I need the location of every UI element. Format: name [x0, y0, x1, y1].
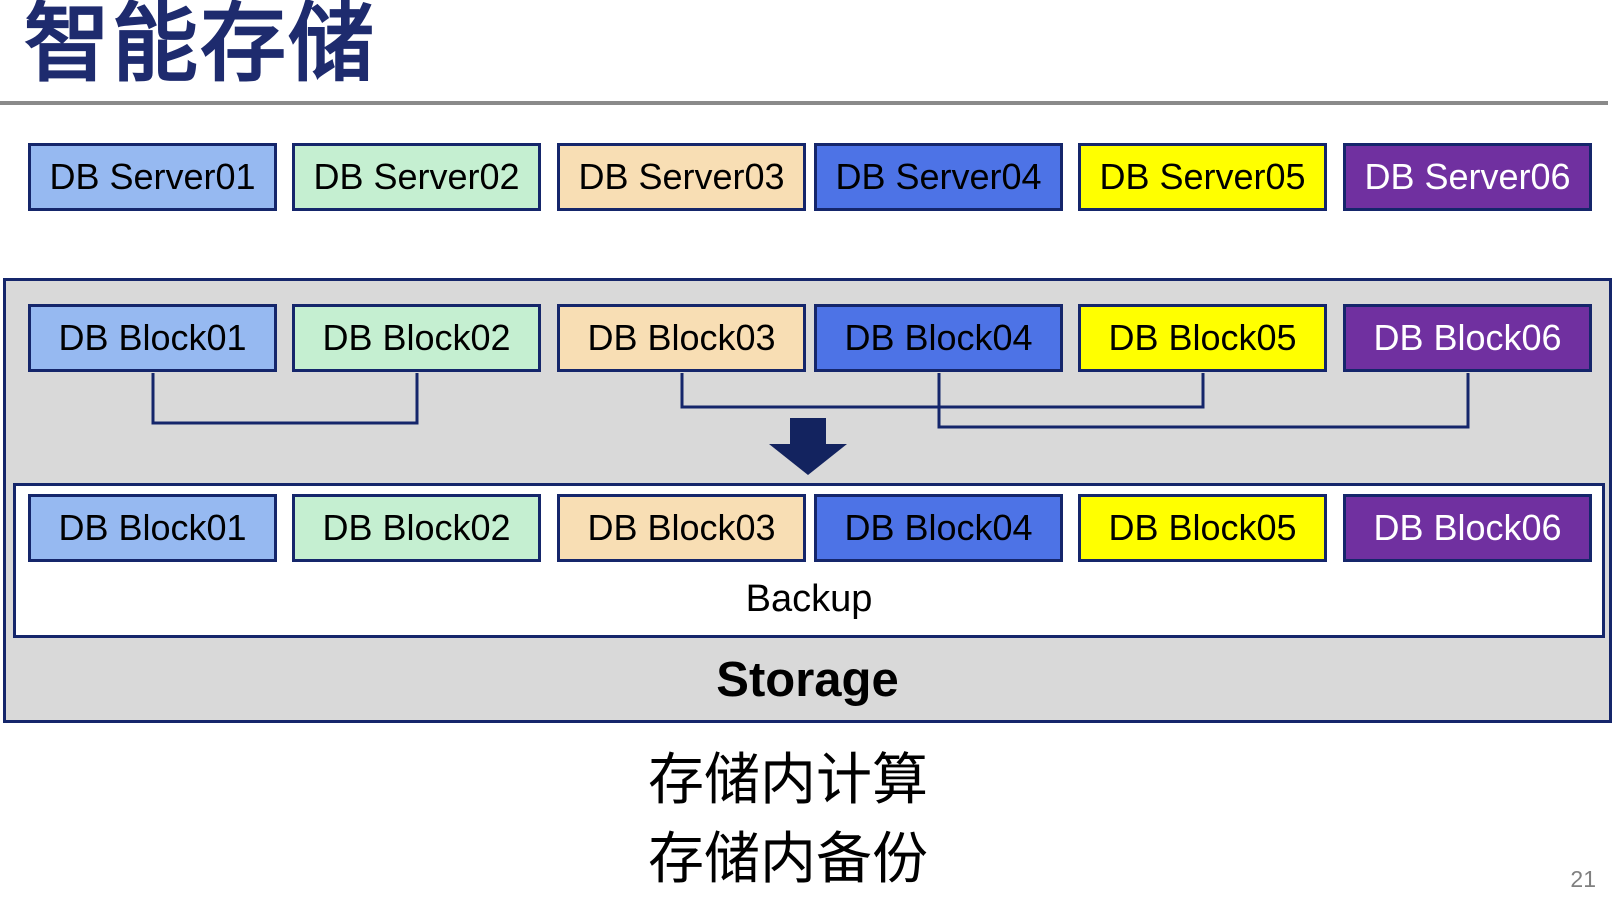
server-box-02: DB Server02	[292, 143, 541, 211]
block-bottom-02: DB Block02	[292, 494, 541, 562]
backup-panel	[13, 483, 1605, 638]
server-box-05: DB Server05	[1078, 143, 1327, 211]
block-bottom-06: DB Block06	[1343, 494, 1592, 562]
page-number: 21	[1570, 866, 1596, 892]
block-top-03: DB Block03	[557, 304, 806, 372]
title-divider	[0, 101, 1608, 105]
block-top-04: DB Block04	[814, 304, 1063, 372]
slide-title: 智能存储	[24, 0, 376, 92]
server-box-06: DB Server06	[1343, 143, 1592, 211]
block-top-05: DB Block05	[1078, 304, 1327, 372]
backup-label: Backup	[745, 578, 873, 620]
server-box-01: DB Server01	[28, 143, 277, 211]
block-bottom-05: DB Block05	[1078, 494, 1327, 562]
server-box-04: DB Server04	[814, 143, 1063, 211]
server-box-03: DB Server03	[557, 143, 806, 211]
storage-label: Storage	[716, 653, 899, 707]
block-bottom-03: DB Block03	[557, 494, 806, 562]
block-top-01: DB Block01	[28, 304, 277, 372]
block-top-06: DB Block06	[1343, 304, 1592, 372]
caption-line-2: 存储内备份	[648, 827, 928, 890]
block-bottom-04: DB Block04	[814, 494, 1063, 562]
block-bottom-01: DB Block01	[28, 494, 277, 562]
caption-text: 存储内计算 存储内备份	[648, 740, 928, 898]
caption-line-1: 存储内计算	[648, 748, 928, 811]
block-top-02: DB Block02	[292, 304, 541, 372]
